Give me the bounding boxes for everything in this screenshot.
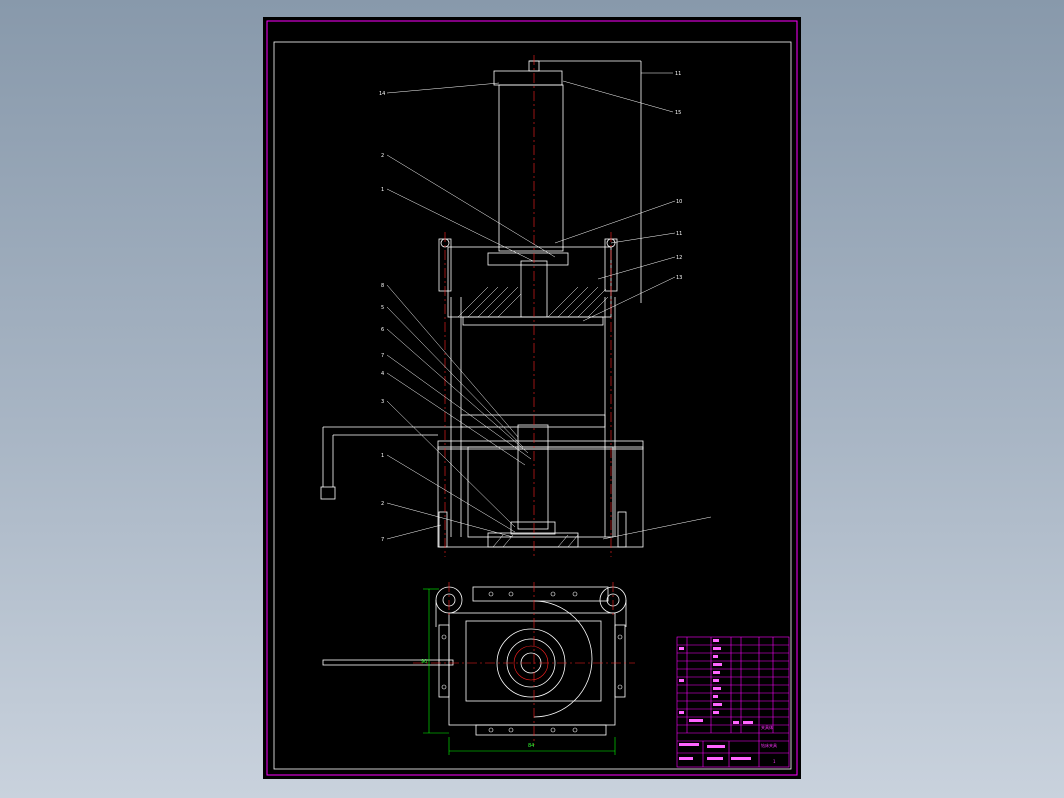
balloon-3: 3 <box>381 399 384 405</box>
base-block <box>487 532 579 548</box>
drawing-canvas: 14 11 15 2 1 10 11 12 13 8 5 6 7 4 3 1 2… <box>263 17 801 779</box>
turntable-pcd <box>513 645 549 681</box>
leaders <box>386 72 712 540</box>
outer-frame <box>266 20 798 776</box>
title-block <box>676 636 790 768</box>
right-foot-bolt <box>617 511 627 548</box>
plan-width-dim: 84 <box>528 743 534 749</box>
balloon-15: 15 <box>675 110 681 116</box>
balloon-7b: 7 <box>381 537 384 543</box>
title-block-entries <box>679 639 753 760</box>
title-label-b: 钻床夹具 <box>761 742 777 748</box>
upper-clamp-strip <box>462 316 604 326</box>
balloon-14: 14 <box>379 91 385 97</box>
balloon-8: 8 <box>381 283 384 289</box>
balloon-10: 10 <box>676 199 682 205</box>
cad-drawing-sheet: 14 11 15 2 1 10 11 12 13 8 5 6 7 4 3 1 2… <box>263 17 801 779</box>
cylinder-body <box>498 84 564 252</box>
arm-foot <box>320 486 336 500</box>
balloon-1: 1 <box>381 187 384 193</box>
balloon-7: 7 <box>381 353 384 359</box>
lower-cavity <box>467 446 614 538</box>
turntable-half <box>533 600 593 718</box>
plan-centerlines <box>413 582 635 745</box>
sheet-background <box>263 17 801 779</box>
spindle-flange <box>510 521 556 535</box>
balloon-2: 2 <box>381 153 384 159</box>
plan-height-dim: 90 <box>421 659 427 665</box>
plan-dimensions <box>423 588 616 755</box>
balloon-12: 12 <box>676 255 682 261</box>
plan-bolts <box>441 591 623 733</box>
front-centerlines <box>444 55 612 557</box>
left-side-clamp <box>438 624 450 698</box>
title-block-frame <box>676 636 790 768</box>
left-foot-bolt <box>438 511 448 548</box>
plan-inner-pocket <box>465 620 602 702</box>
inner-frame <box>273 41 792 770</box>
piston-head <box>487 252 569 266</box>
plan-bottom-rail <box>475 724 607 736</box>
right-side-clamp <box>614 624 626 698</box>
balloon-1b: 1 <box>381 453 384 459</box>
balloon-11b: 11 <box>676 231 682 237</box>
balloon-13: 13 <box>676 275 682 281</box>
balloon-4: 4 <box>381 371 384 377</box>
balloon-labels: 14 11 15 2 1 10 11 12 13 8 5 6 7 4 3 1 2… <box>379 71 682 543</box>
lower-spindle <box>517 448 549 530</box>
plan-handle-bar <box>322 659 454 666</box>
title-label-a: 夹具体 <box>761 724 773 730</box>
balloon-2b: 2 <box>381 501 384 507</box>
work-table <box>460 414 606 428</box>
balloon-5: 5 <box>381 305 384 311</box>
base-hatch <box>492 534 579 548</box>
balloon-11: 11 <box>675 71 681 77</box>
title-sheet-no: 1 <box>773 759 776 764</box>
balloon-6: 6 <box>381 327 384 333</box>
